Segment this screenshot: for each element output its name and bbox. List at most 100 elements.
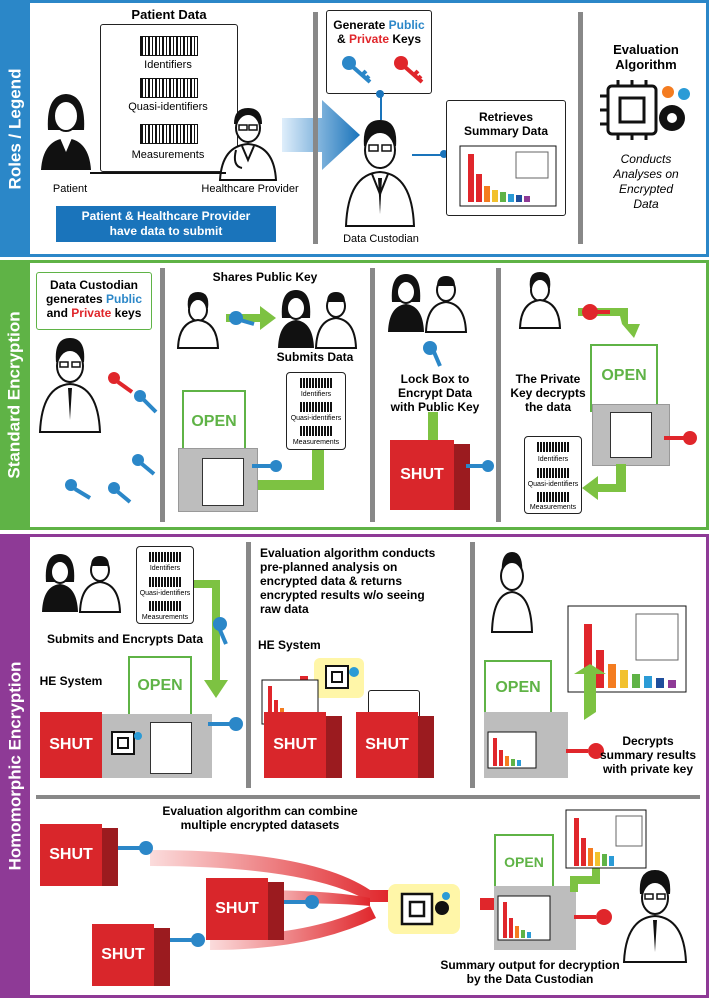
divider xyxy=(496,268,501,522)
keys-word: Keys xyxy=(392,32,422,46)
open-box-lid: OPEN xyxy=(590,344,658,412)
gen-public-word: Public xyxy=(106,292,143,306)
gen-line1: Data Custodian xyxy=(49,278,138,292)
generate-keys-box xyxy=(326,10,432,94)
shut-box-side xyxy=(102,828,118,886)
decrypts-line1: Decrypts xyxy=(622,734,674,748)
generates-keys-text: Data Custodian generates Public and Priv… xyxy=(38,278,150,320)
identifiers-label: Identifiers xyxy=(537,456,569,463)
open-box-lid: OPEN xyxy=(494,834,554,894)
and-word: & xyxy=(336,32,346,46)
private-key-icon xyxy=(574,909,612,925)
summary-chart-icon xyxy=(459,145,557,207)
measurements-label: Measurements xyxy=(131,149,205,161)
he-system-label: HE System xyxy=(39,674,103,688)
barcode-icon xyxy=(537,442,569,452)
evaluation-algorithm-title: Evaluation Algorithm xyxy=(596,42,696,72)
retrieves-line2: Summary Data xyxy=(463,124,549,138)
public-key-icon xyxy=(466,460,494,472)
eval-desc-line1: Evaluation algorithm conducts xyxy=(260,546,436,560)
shut-box: SHUT xyxy=(40,824,102,886)
shut-box: SHUT xyxy=(356,712,418,778)
public-key-icon xyxy=(284,895,319,909)
chip-glow-icon xyxy=(388,884,460,934)
private-line2: Key decrypts xyxy=(510,386,586,400)
public-key-icon xyxy=(252,460,282,472)
lock-line1: Lock Box to xyxy=(400,372,470,386)
return-arrow-icon xyxy=(582,464,626,500)
public-key-icon xyxy=(65,479,92,500)
key-cluster-icon xyxy=(108,372,158,504)
standard-side-label: Standard Encryption xyxy=(0,260,30,530)
public-key-icon xyxy=(342,56,372,84)
private-key-icon xyxy=(664,431,697,445)
eval-desc-line2: pre-planned analysis on xyxy=(260,560,398,574)
healthcare-provider-icon xyxy=(218,108,278,181)
decrypts-line3: with private key xyxy=(602,762,694,776)
down-arrow-icon xyxy=(428,412,438,440)
gen-and-word: and xyxy=(46,306,68,320)
summary-chart-icon xyxy=(487,731,537,769)
measurements-label: Measurements xyxy=(292,439,340,446)
decrypts-line2: summary results xyxy=(599,748,697,762)
shut-box: SHUT xyxy=(40,712,102,778)
eval-line1: Evaluation xyxy=(613,42,679,57)
gen-private-word: Private xyxy=(71,306,112,320)
generate-word: Generate xyxy=(333,18,386,32)
divider xyxy=(246,542,251,788)
private-line3: the data xyxy=(524,400,571,414)
eval-line2: Algorithm xyxy=(615,57,677,72)
box-contents-card xyxy=(202,458,244,506)
divider xyxy=(36,795,700,799)
big-arrow-icon xyxy=(282,100,360,170)
quasi-identifiers-label: Quasi-identifiers xyxy=(290,415,342,422)
data-custodian-icon xyxy=(622,870,688,963)
shut-box-side xyxy=(454,444,470,510)
connector-line xyxy=(380,94,382,120)
submit-banner-line2: have data to submit xyxy=(109,224,223,238)
summary-line1: Summary output for decryption xyxy=(440,958,620,972)
shut-box: SHUT xyxy=(206,878,268,940)
summary-output-text: Summary output for decryption by the Dat… xyxy=(420,958,640,986)
private-line1: The Private xyxy=(515,372,581,386)
conducts-line1: Conducts xyxy=(620,152,672,166)
private-key-icon xyxy=(394,56,424,84)
patient-provider-icon xyxy=(278,290,358,349)
data-custodian-icon xyxy=(344,120,416,227)
patient-provider-icon xyxy=(388,274,468,333)
generates-keys-box xyxy=(36,272,152,330)
conducts-analyses-text: Conducts Analyses on Encrypted Data xyxy=(596,152,696,212)
lock-line2: Encrypt Data xyxy=(397,386,473,400)
up-arrow-icon xyxy=(574,664,606,720)
box-contents-card xyxy=(150,722,192,774)
barcode-icon xyxy=(300,426,332,436)
generate-keys-title: Generate Public & Private Keys xyxy=(328,18,430,46)
summary-chart-icon xyxy=(497,895,551,941)
barcode-icon xyxy=(140,78,198,98)
chip-glow-icon xyxy=(314,658,364,698)
barcode-icon xyxy=(537,468,569,478)
measurements-label: Measurements xyxy=(141,614,189,621)
private-key-arrow-icon xyxy=(578,304,640,338)
homomorphic-side-label: Homomorphic Encryption xyxy=(0,534,30,998)
public-word: Public xyxy=(388,18,425,32)
public-key-icon xyxy=(423,341,442,367)
he-system-label: HE System xyxy=(258,638,321,652)
barcode-icon xyxy=(149,601,181,611)
data-custodian-label: Data Custodian xyxy=(343,233,419,245)
barcode-icon xyxy=(149,552,181,562)
identifiers-label: Identifiers xyxy=(149,565,181,572)
submit-arrow-icon xyxy=(194,580,228,698)
healthcare-provider-label: Healthcare Provider xyxy=(201,183,299,195)
divider xyxy=(313,12,318,244)
submit-banner-line1: Patient & Healthcare Provider xyxy=(81,209,251,223)
private-word: Private xyxy=(348,32,389,46)
data-custodian-icon xyxy=(38,338,102,433)
share-arrow-icon xyxy=(226,306,276,330)
connector-dot xyxy=(376,90,384,98)
patient-provider-icon xyxy=(42,554,122,613)
custodian-small-icon xyxy=(176,292,220,349)
shut-box: SHUT xyxy=(390,440,454,510)
barcode-icon xyxy=(140,36,198,56)
custodian-small-icon xyxy=(518,272,562,329)
